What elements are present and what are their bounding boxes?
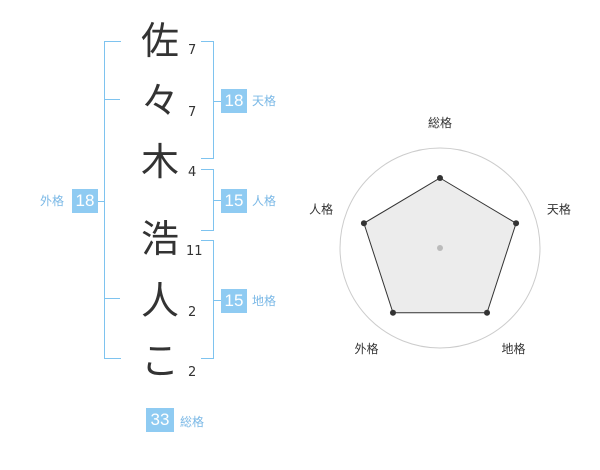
name-char-6: こ bbox=[140, 339, 179, 383]
chikaku-connector bbox=[213, 300, 221, 301]
radar-points bbox=[360, 175, 520, 316]
stroke-count-6: 2 bbox=[188, 365, 197, 380]
soukaku-label: 総格 bbox=[180, 415, 205, 429]
radar-axis-label: 天格 bbox=[547, 201, 571, 216]
radar-axis-label: 地格 bbox=[501, 341, 525, 356]
chikaku-label: 地格 bbox=[252, 294, 277, 308]
radar-point-1 bbox=[437, 175, 443, 181]
gaikaku-value: 18 bbox=[72, 189, 98, 213]
radar-axis-label: 外格 bbox=[355, 341, 379, 356]
tenkaku-bracket bbox=[201, 41, 214, 159]
radar-point-5 bbox=[360, 220, 367, 227]
tenkaku-label: 天格 bbox=[252, 94, 277, 108]
gaikaku-label: 外格 bbox=[40, 194, 65, 208]
stroke-count-4: 11 bbox=[186, 244, 203, 259]
radar-axis-label: 人格 bbox=[309, 201, 333, 216]
stroke-count-2: 7 bbox=[188, 105, 197, 120]
jinkaku-connector bbox=[213, 200, 221, 201]
radar-point-2 bbox=[513, 220, 520, 227]
name-char-5: 人 bbox=[140, 279, 179, 323]
chikaku-bracket bbox=[201, 240, 214, 359]
jinkaku-value: 15 bbox=[221, 189, 247, 213]
radar-point-3 bbox=[484, 309, 491, 316]
chikaku-value: 15 bbox=[221, 289, 247, 313]
gaikaku-bracket bbox=[104, 41, 121, 359]
name-char-3: 木 bbox=[140, 140, 179, 184]
soukaku-value: 33 bbox=[146, 408, 174, 432]
stroke-count-3: 4 bbox=[188, 165, 197, 180]
radar-center-dot bbox=[437, 245, 443, 251]
radar-point-4 bbox=[389, 309, 396, 316]
name-char-4: 浩 bbox=[140, 217, 179, 261]
gaikaku-tick bbox=[105, 99, 120, 100]
stroke-count-1: 7 bbox=[188, 43, 197, 58]
tenkaku-connector bbox=[213, 101, 221, 102]
radar-axis-label: 総格 bbox=[428, 115, 452, 130]
tenkaku-value: 18 bbox=[221, 89, 247, 113]
name-char-2: 々 bbox=[140, 79, 179, 123]
jinkaku-label: 人格 bbox=[252, 194, 277, 208]
gaikaku-connector bbox=[98, 201, 105, 202]
stroke-count-5: 2 bbox=[188, 305, 197, 320]
name-char-1: 佐 bbox=[140, 19, 179, 63]
gaikaku-tick bbox=[105, 298, 120, 299]
